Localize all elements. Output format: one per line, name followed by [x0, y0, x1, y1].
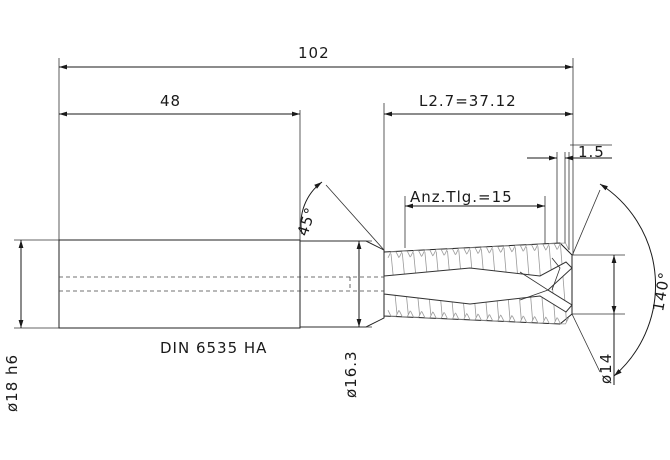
coolant-bore: [59, 276, 384, 292]
dia-thread: ø14: [597, 353, 615, 384]
dim-shank-length: 48: [160, 92, 181, 110]
dia-shank: ø18 h6: [3, 354, 21, 412]
dim-overall-length: 102: [298, 44, 330, 62]
tool-outline: [58, 239, 573, 329]
dimension-lines: [18, 64, 656, 385]
tip-flutes: [383, 257, 573, 313]
dim-point-angle: 140°: [649, 270, 670, 313]
neck: [299, 240, 385, 328]
dim-chamfer-angle: 45°: [294, 205, 320, 239]
dia-neck: ø16.3: [342, 350, 360, 398]
dim-pitch: 1.5: [578, 143, 605, 161]
dim-thread-count: Anz.Tlg.=15: [410, 188, 513, 206]
dim-thread-length: L2.7=37.12: [419, 92, 517, 110]
standard-label: DIN 6535 HA: [160, 339, 267, 357]
shank: [58, 239, 301, 329]
dimension-labels: 102 48 L2.7=37.12 1.5 Anz.Tlg.=15 DIN 65…: [3, 44, 670, 412]
